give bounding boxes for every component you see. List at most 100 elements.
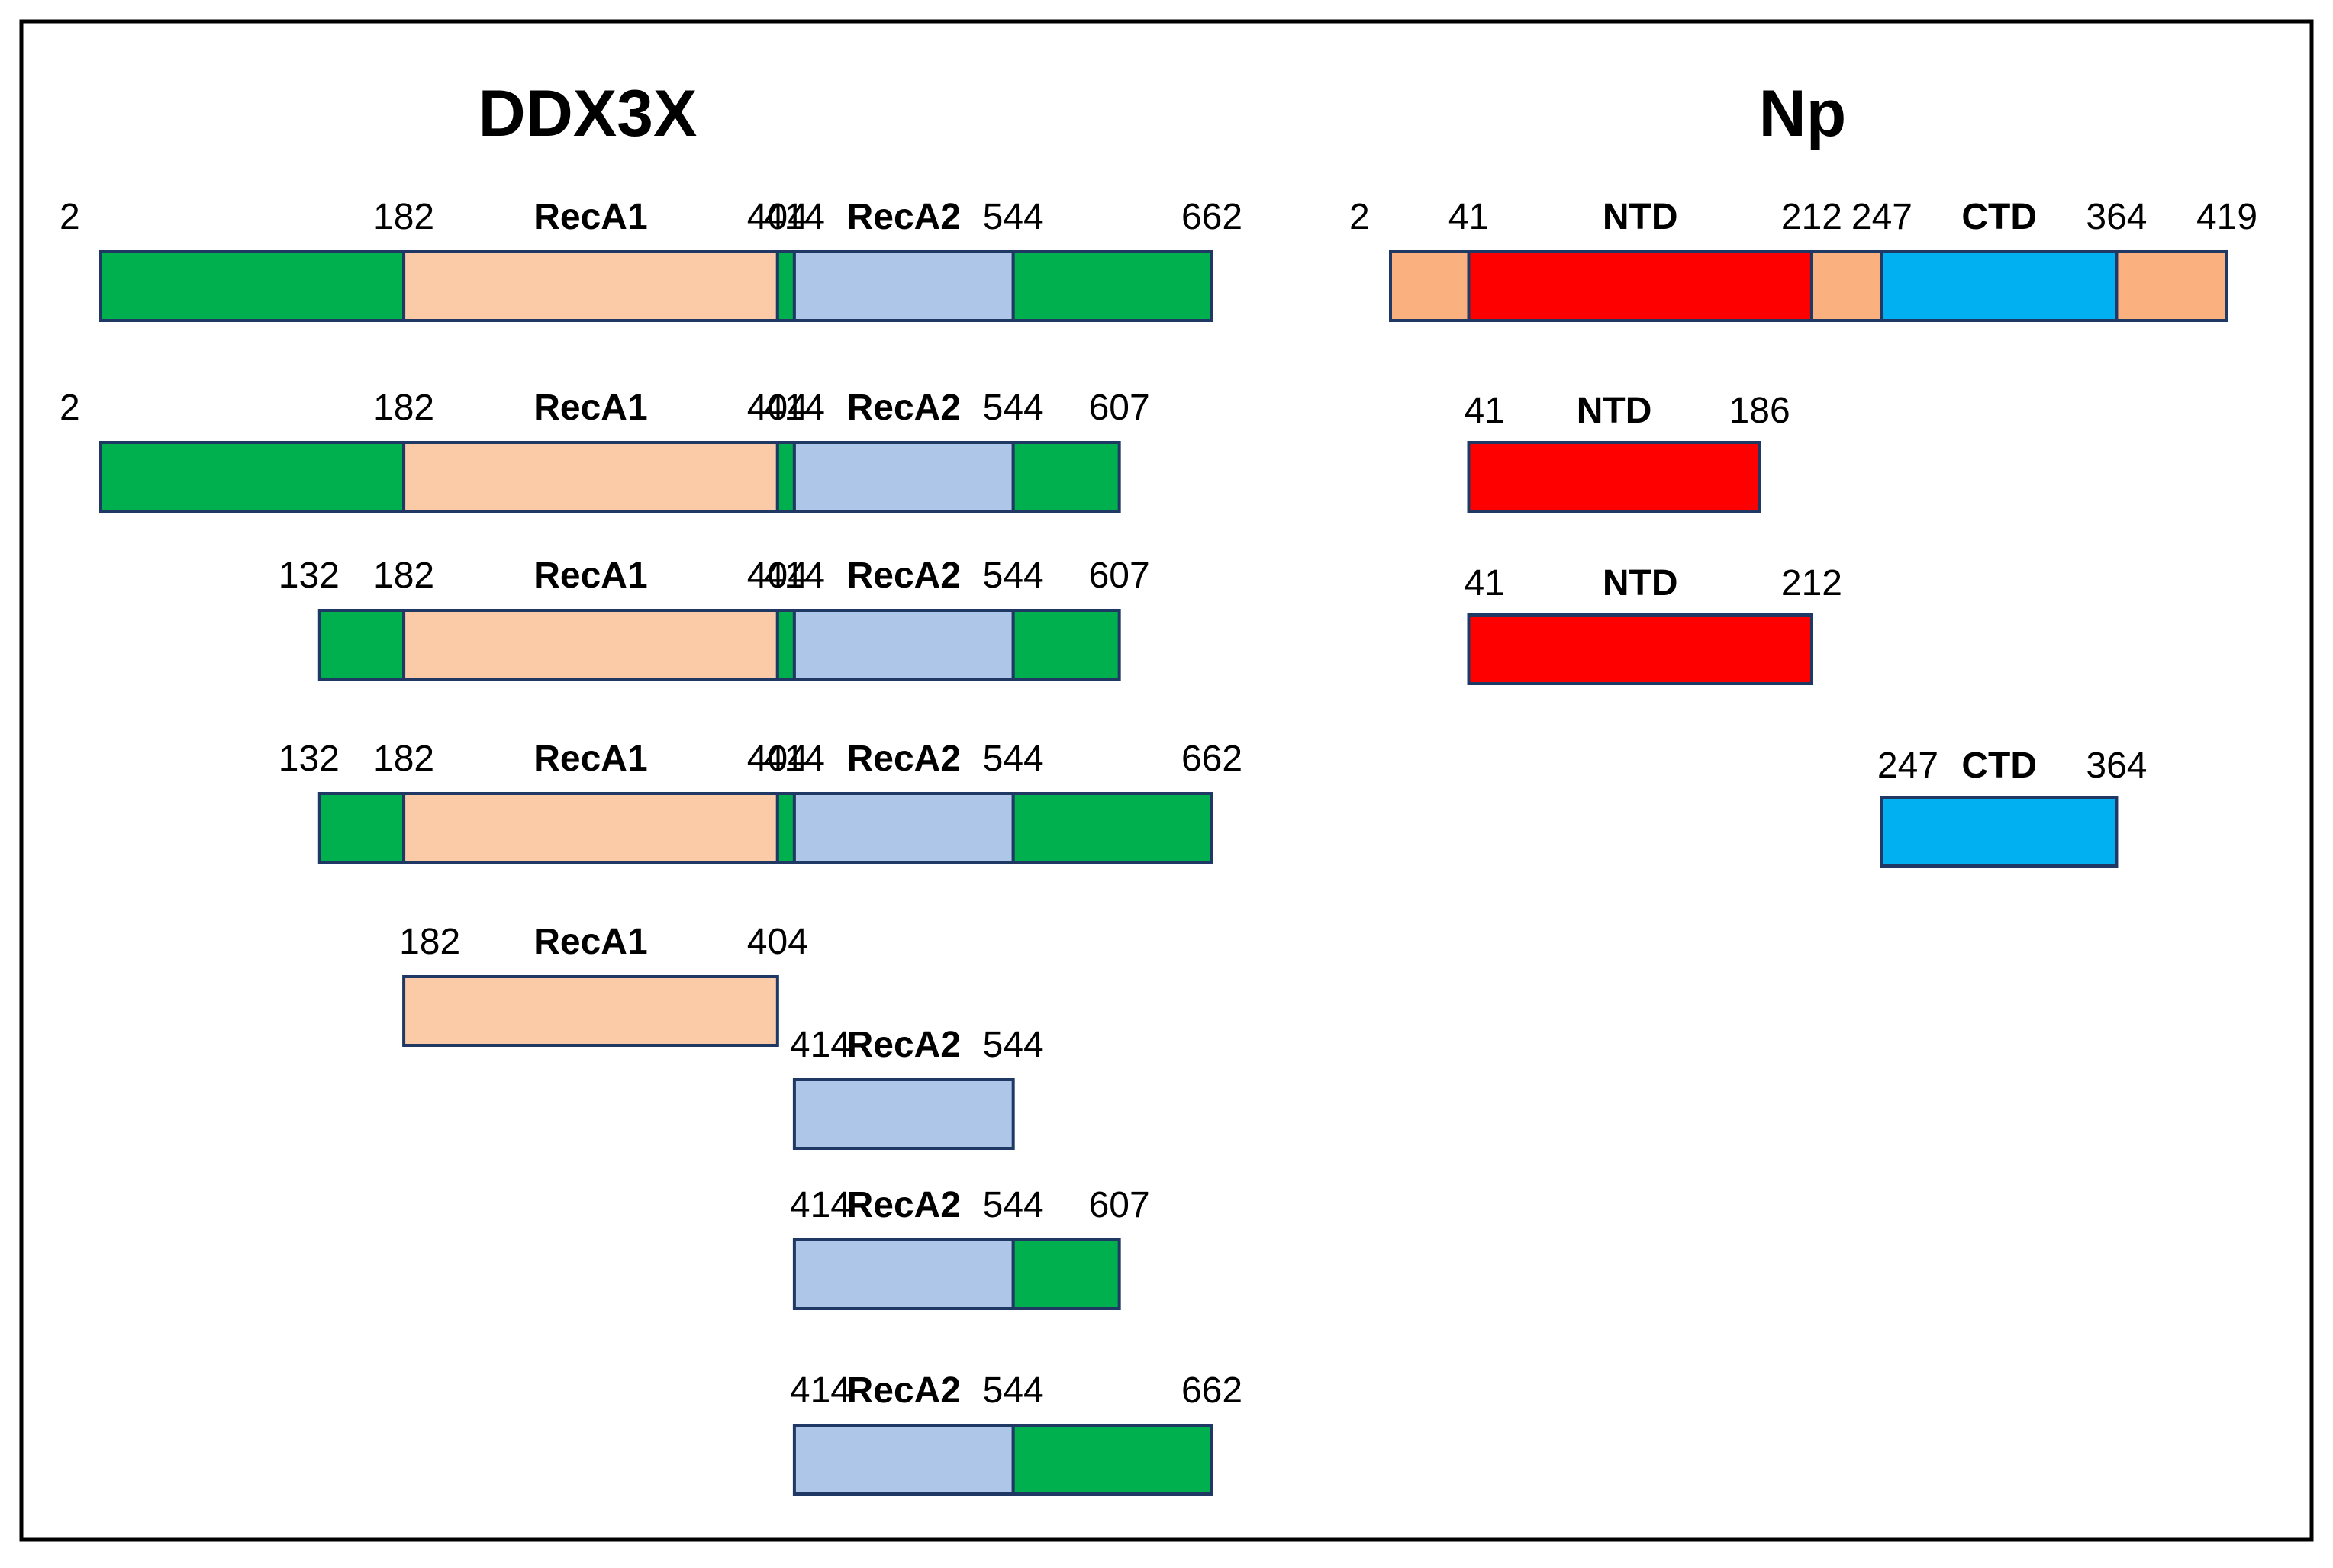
- residue-number: 414: [764, 197, 825, 237]
- domain-ntd-segment: [1467, 441, 1761, 513]
- domain-label: RecA1: [533, 197, 647, 237]
- domain-linker-segment: [1011, 609, 1121, 681]
- domain-ntd-segment: [1467, 250, 1813, 322]
- domain-np_linker-segment: [2115, 250, 2228, 322]
- np-panel-title: Np: [1759, 77, 1847, 150]
- residue-number: 182: [373, 739, 434, 779]
- domain-label: CTD: [1961, 745, 2037, 786]
- domain-label: RecA2: [847, 1185, 961, 1225]
- domain-label: RecA1: [533, 388, 647, 428]
- residue-number: 404: [747, 388, 808, 428]
- residue-number: 414: [764, 739, 825, 779]
- domain-ctd-segment: [1880, 796, 2119, 868]
- domain-ntd-segment: [1467, 613, 1813, 685]
- residue-number: 186: [1729, 391, 1790, 431]
- residue-number: 544: [983, 1025, 1044, 1065]
- residue-number: 132: [279, 739, 340, 779]
- residue-number: 607: [1089, 388, 1150, 428]
- residue-number: 247: [1877, 745, 1938, 786]
- domain-np_linker-segment: [1809, 250, 1883, 322]
- domain-linker-segment: [1011, 1424, 1213, 1496]
- residue-number: 544: [983, 1370, 1044, 1411]
- domain-label: RecA2: [847, 1025, 961, 1065]
- domain-label: RecA2: [847, 1370, 961, 1411]
- domain-label: RecA2: [847, 555, 961, 596]
- residue-number: 662: [1181, 739, 1242, 779]
- domain-label: RecA1: [533, 922, 647, 962]
- residue-number: 414: [790, 1370, 851, 1411]
- domain-linker-segment: [99, 250, 406, 322]
- residue-number: 182: [373, 388, 434, 428]
- residue-number: 2: [60, 197, 80, 237]
- domain-reca2-segment: [792, 609, 1015, 681]
- domain-reca1-segment: [402, 250, 779, 322]
- domain-label: NTD: [1577, 391, 1652, 431]
- domain-reca2-segment: [792, 1078, 1015, 1150]
- domain-label: RecA2: [847, 197, 961, 237]
- residue-number: 414: [790, 1025, 851, 1065]
- domain-np_linker-segment: [1389, 250, 1471, 322]
- residue-number: 544: [983, 1185, 1044, 1225]
- residue-number: 662: [1181, 197, 1242, 237]
- domain-ctd-segment: [1880, 250, 2119, 322]
- residue-number: 364: [2086, 197, 2147, 237]
- residue-number: 41: [1465, 563, 1505, 604]
- residue-number: 247: [1851, 197, 1912, 237]
- domain-linker-segment: [775, 609, 796, 681]
- residue-number: 41: [1465, 391, 1505, 431]
- domain-linker-segment: [1011, 250, 1213, 322]
- domain-reca2-segment: [792, 441, 1015, 513]
- residue-number: 414: [764, 555, 825, 596]
- domain-linker-segment: [317, 609, 406, 681]
- residue-number: 404: [747, 555, 808, 596]
- domain-label: RecA2: [847, 388, 961, 428]
- residue-number: 414: [790, 1185, 851, 1225]
- domain-reca1-segment: [402, 975, 779, 1047]
- domain-linker-segment: [775, 792, 796, 864]
- domain-label: NTD: [1603, 197, 1678, 237]
- residue-number: 607: [1089, 1185, 1150, 1225]
- domain-label: RecA1: [533, 739, 647, 779]
- residue-number: 41: [1448, 197, 1489, 237]
- domain-label: RecA2: [847, 739, 961, 779]
- domain-linker-segment: [317, 792, 406, 864]
- residue-number: 544: [983, 388, 1044, 428]
- domain-reca2-segment: [792, 1424, 1015, 1496]
- domain-linker-segment: [775, 441, 796, 513]
- residue-number: 2: [1349, 197, 1370, 237]
- domain-label: CTD: [1961, 197, 2037, 237]
- domain-reca2-segment: [792, 1238, 1015, 1310]
- residue-number: 544: [983, 555, 1044, 596]
- residue-number: 419: [2196, 197, 2257, 237]
- residue-number: 544: [983, 739, 1044, 779]
- residue-number: 404: [747, 197, 808, 237]
- domain-label: RecA1: [533, 555, 647, 596]
- residue-number: 182: [373, 197, 434, 237]
- domain-linker-segment: [775, 250, 796, 322]
- domain-linker-segment: [99, 441, 406, 513]
- residue-number: 2: [60, 388, 80, 428]
- domain-reca1-segment: [402, 792, 779, 864]
- residue-number: 212: [1781, 563, 1842, 604]
- construct-np-41-186: NTD 41 186: [1465, 391, 1790, 513]
- residue-number: 414: [764, 388, 825, 428]
- domain-reca1-segment: [402, 609, 779, 681]
- residue-number: 544: [983, 197, 1044, 237]
- domain-reca1-segment: [402, 441, 779, 513]
- domain-linker-segment: [1011, 441, 1121, 513]
- domain-linker-segment: [1011, 792, 1213, 864]
- residue-number: 404: [747, 739, 808, 779]
- residue-number: 182: [399, 922, 460, 962]
- ddx3x-panel-title: DDX3X: [479, 77, 698, 150]
